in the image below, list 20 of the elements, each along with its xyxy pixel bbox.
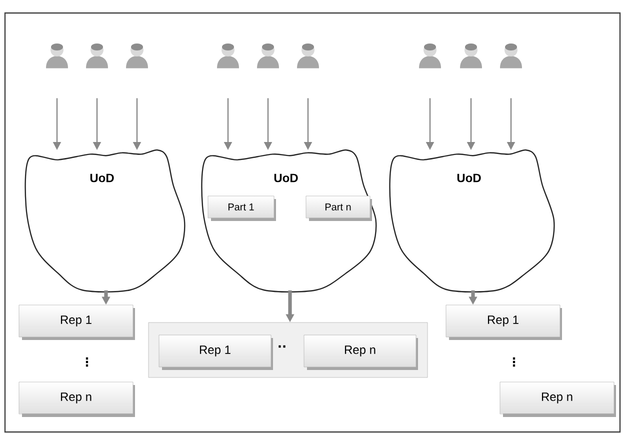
ellipsis: ·· <box>278 345 286 348</box>
rep-box: Rep 1 <box>446 304 562 340</box>
part-box: Part 1 <box>208 196 276 221</box>
rep-box: Rep 1 <box>18 304 135 340</box>
person-icon <box>46 44 68 68</box>
person-icon <box>419 44 441 68</box>
person-icon <box>86 44 108 68</box>
person-icon <box>126 44 148 68</box>
person-icon <box>217 44 239 68</box>
rep-box: Rep n <box>18 382 135 417</box>
person-icon <box>257 44 279 68</box>
ellipsis: ⋮ <box>512 357 516 367</box>
part-box: Part n <box>306 196 372 221</box>
ellipsis: ⋮ <box>86 357 88 367</box>
person-icon <box>460 44 482 68</box>
person-icon <box>297 44 319 68</box>
rep-box: Rep n <box>304 334 418 370</box>
rep-box: Rep n <box>500 382 616 417</box>
rep-box: Rep 1 <box>158 334 273 370</box>
person-icon <box>500 44 522 68</box>
